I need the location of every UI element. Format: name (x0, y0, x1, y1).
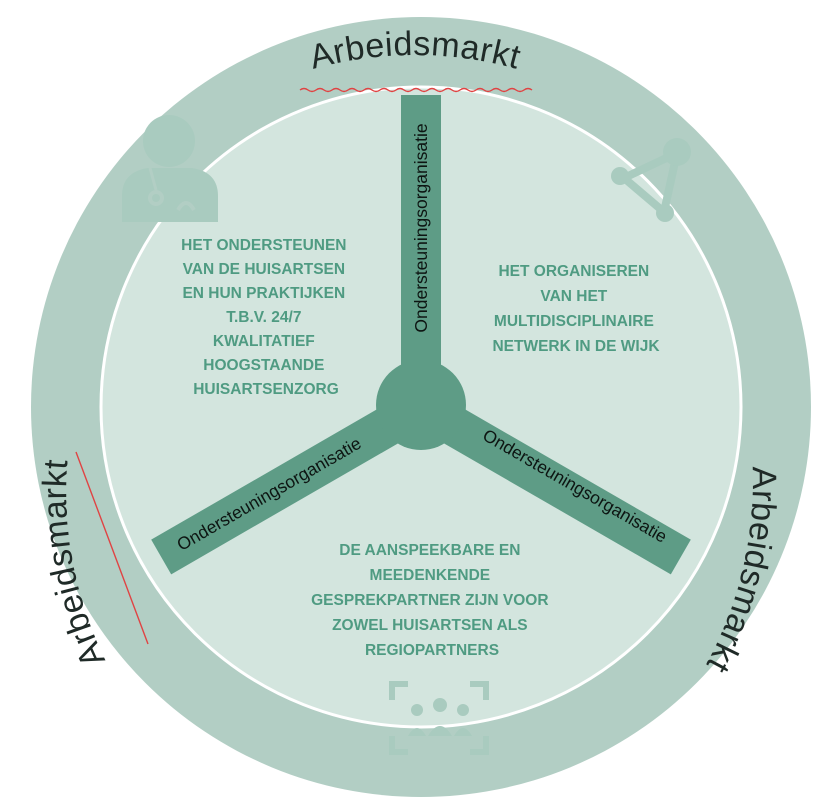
hub (376, 360, 466, 450)
doctor-stethoscope-icon (122, 115, 218, 222)
segment-text-right: HET ORGANISEREN VAN HET MULTIDISCIPLINAI… (492, 263, 660, 355)
spellcheck-squiggle-top (299, 87, 533, 93)
spoke-left (151, 389, 431, 575)
spoke-right (411, 389, 691, 575)
network-nodes-icon (611, 138, 691, 222)
spoke-top (401, 95, 441, 395)
segment-text-bottom: DE AANSPEEKBARE EN MEEDENKENDE GESPREKPA… (311, 542, 553, 659)
spoke-label-top: Ondersteuningsorganisatie (411, 123, 431, 332)
spellcheck-squiggle-left (75, 451, 149, 645)
group-focus-icon (389, 681, 489, 755)
segment-text-left: HET ONDERSTEUNEN VAN DE HUISARTSEN EN HU… (181, 237, 351, 398)
